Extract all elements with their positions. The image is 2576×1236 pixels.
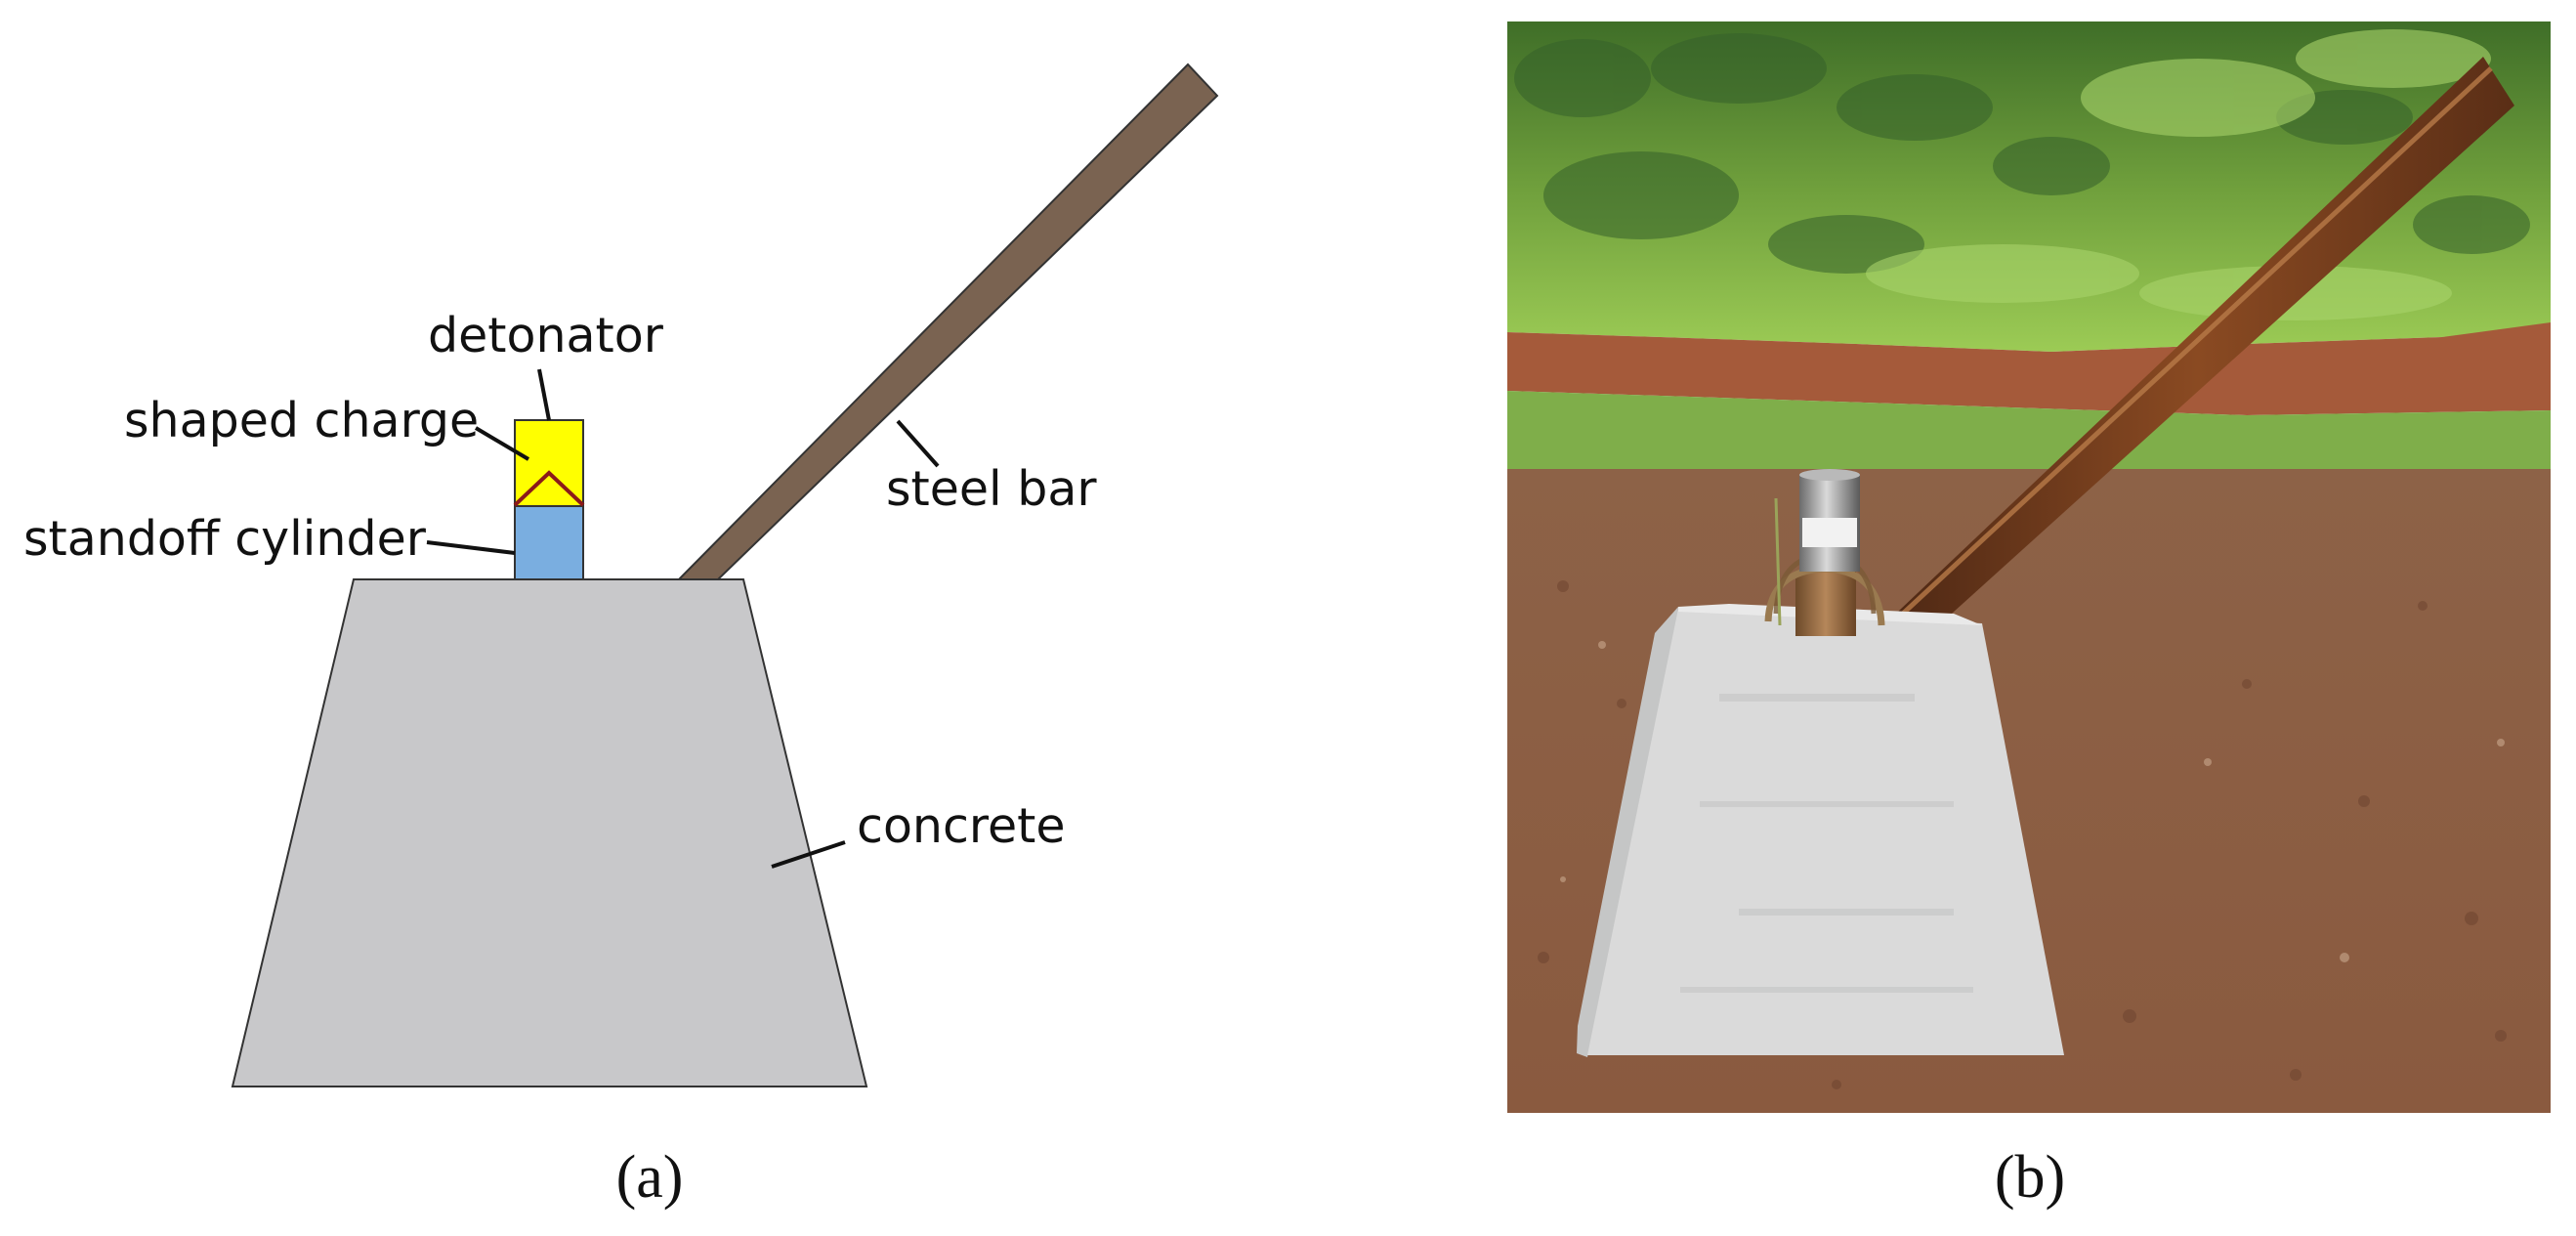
- standoff-cylinder-leader: [426, 540, 516, 555]
- steel-bar-leader: [896, 419, 940, 468]
- label-detonator: detonator: [428, 308, 664, 363]
- rail-edge-highlight: [1888, 66, 2493, 627]
- panel-a-schematic: detonator shaped charge standoff cylinde…: [23, 63, 1219, 1211]
- caption-b: (b): [1995, 1144, 2065, 1211]
- charge-liner-shape: [513, 470, 585, 507]
- ground-pebbles: [1560, 641, 2505, 1040]
- label-standoff-cylinder: standoff cylinder: [23, 511, 427, 567]
- detonator-leader: [537, 368, 551, 421]
- red-soil-embankment: [1507, 322, 2551, 415]
- shaped-charge-shape: [514, 419, 584, 507]
- steel-bar-shape: [676, 63, 1219, 580]
- canister-top: [1799, 469, 1860, 481]
- detonator-wire: [1774, 497, 1782, 626]
- standoff-tube: [1795, 572, 1856, 636]
- leader-lines: [426, 368, 940, 869]
- canister-label: [1802, 518, 1857, 547]
- concrete-leader: [771, 840, 846, 869]
- panel-b-photo: (b): [1507, 21, 2551, 1211]
- steel-rail: [1880, 57, 2514, 640]
- vegetation-patches: [1514, 33, 2530, 274]
- concrete-block-front: [1587, 609, 2064, 1055]
- concrete-block-shape: [231, 578, 868, 1087]
- vegetation-highlights: [1866, 29, 2491, 320]
- label-shaped-charge: shaped charge: [124, 393, 479, 448]
- label-steel-bar: steel bar: [886, 461, 1097, 517]
- standoff-cylinder-shape: [514, 505, 584, 580]
- caption-a: (a): [616, 1144, 684, 1211]
- shaped-charge-leader: [474, 426, 530, 461]
- label-concrete: concrete: [857, 798, 1066, 854]
- concrete-texture: [1680, 694, 1973, 993]
- concrete-block: [1577, 607, 1678, 1057]
